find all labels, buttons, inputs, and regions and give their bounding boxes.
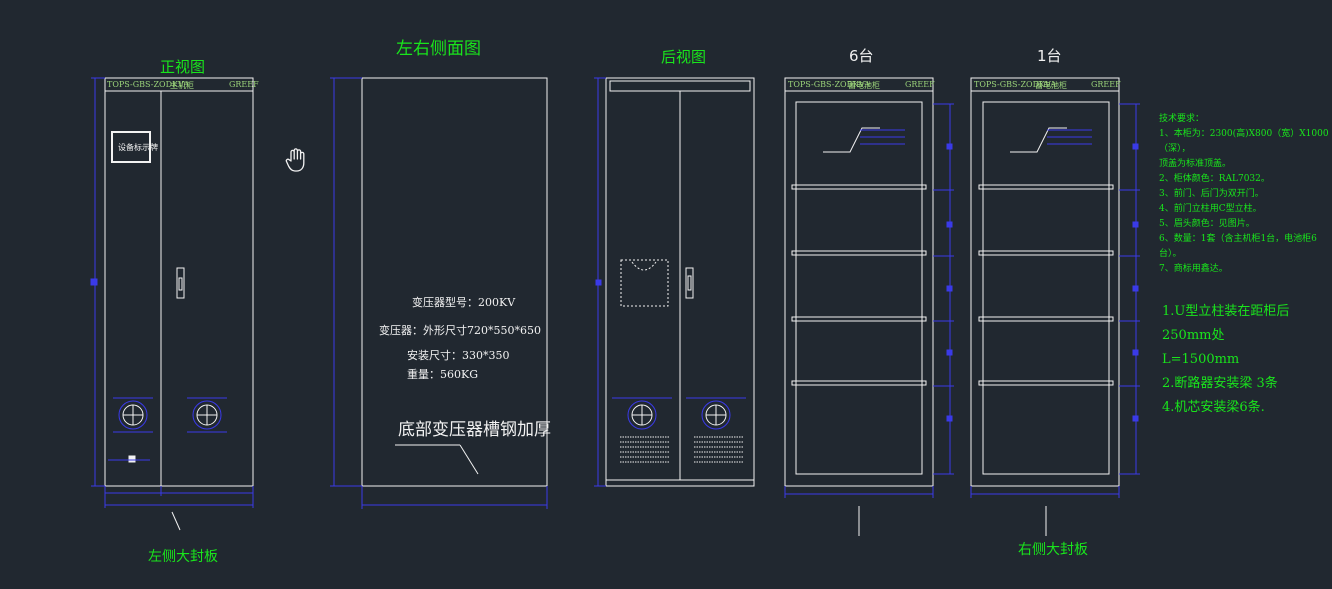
battery-six-dims bbox=[784, 103, 954, 498]
battery-cabinet-one bbox=[970, 77, 1120, 487]
six-header-right: GREEF bbox=[905, 80, 935, 89]
side-text-3: 安装尺寸：330*350 bbox=[407, 349, 510, 362]
six-header-left: TOPS-GBS-ZODKVA bbox=[788, 80, 871, 89]
side-text-1: 变压器型号：200KV bbox=[412, 296, 516, 309]
side-callout: 底部变压器槽钢加厚 bbox=[398, 420, 551, 440]
front-header-right: GREEF bbox=[229, 80, 259, 89]
requirement-item: 6、数量：1套（含主机柜1台，电池柜6台）。 bbox=[1159, 234, 1317, 259]
one-header-left: TOPS-GBS-ZODKVA bbox=[974, 80, 1057, 89]
front-view bbox=[104, 77, 254, 487]
requirement-item: 4、前门立柱用C型立柱。 bbox=[1159, 204, 1262, 214]
technical-requirements: 技术要求： 1、本柜为：2300(高)X800（宽）X1000（深）， 顶盖为标… bbox=[1159, 112, 1332, 277]
requirement-item: 2、柜体颜色：RAL7032。 bbox=[1159, 174, 1270, 184]
requirement-item: 5、眉头颜色：见图片。 bbox=[1159, 219, 1255, 229]
requirements-title: 技术要求： bbox=[1159, 114, 1205, 124]
right-panel-label: 右侧大封板 bbox=[1018, 542, 1088, 558]
six-header-mid: 蓄电池柜 bbox=[848, 81, 880, 90]
note-item: L=1500mm bbox=[1162, 352, 1240, 367]
one-title: 1台 bbox=[1037, 47, 1062, 65]
note-item: 1.U型立柱装在距柜后250mm处 bbox=[1162, 304, 1290, 343]
front-header-left: TOPS-GBS-ZODKVA bbox=[107, 80, 190, 89]
note-item: 2.断路器安装梁 3条 bbox=[1162, 376, 1278, 391]
rear-dimensions bbox=[594, 77, 746, 487]
rear-view-title: 后视图 bbox=[661, 48, 707, 66]
requirement-item: 顶盖为标准顶盖。 bbox=[1159, 159, 1232, 169]
requirement-item: 3、前门、后门为双开门。 bbox=[1159, 189, 1264, 199]
left-panel-label: 左侧大封板 bbox=[148, 549, 218, 565]
side-text-4: 重量：560KG bbox=[407, 368, 479, 381]
front-panel-label: 设备标示牌 bbox=[118, 143, 158, 152]
requirement-item: 1、本柜为：2300(高)X800（宽）X1000（深）， bbox=[1159, 129, 1329, 154]
front-dimensions bbox=[90, 77, 254, 508]
battery-one-dims bbox=[970, 103, 1140, 498]
one-header-mid: 蓄电池柜 bbox=[1035, 81, 1067, 90]
installation-notes: 1.U型立柱装在距柜后250mm处 L=1500mm 2.断路器安装梁 3条 4… bbox=[1162, 300, 1332, 420]
front-view-title: 正视图 bbox=[160, 58, 206, 76]
note-item: 4.机芯安装梁6条. bbox=[1162, 400, 1265, 415]
one-header-right: GREEF bbox=[1091, 80, 1121, 89]
requirement-item: 7、商标用鑫达。 bbox=[1159, 264, 1228, 274]
side-text-2: 变压器：外形尺寸720*550*650 bbox=[379, 324, 541, 337]
side-view-title: 左右侧面图 bbox=[396, 39, 481, 59]
rear-view bbox=[605, 77, 755, 487]
six-title: 6台 bbox=[849, 47, 874, 65]
rear-cutout bbox=[620, 259, 669, 307]
front-header-mid: 主机柜 bbox=[170, 81, 194, 90]
rear-vent-grilles bbox=[620, 436, 744, 463]
side-view bbox=[361, 77, 548, 487]
front-leader bbox=[171, 511, 181, 531]
side-dimensions bbox=[330, 77, 548, 509]
hand-cursor-icon bbox=[285, 148, 305, 172]
battery-cabinet-six bbox=[784, 77, 934, 487]
